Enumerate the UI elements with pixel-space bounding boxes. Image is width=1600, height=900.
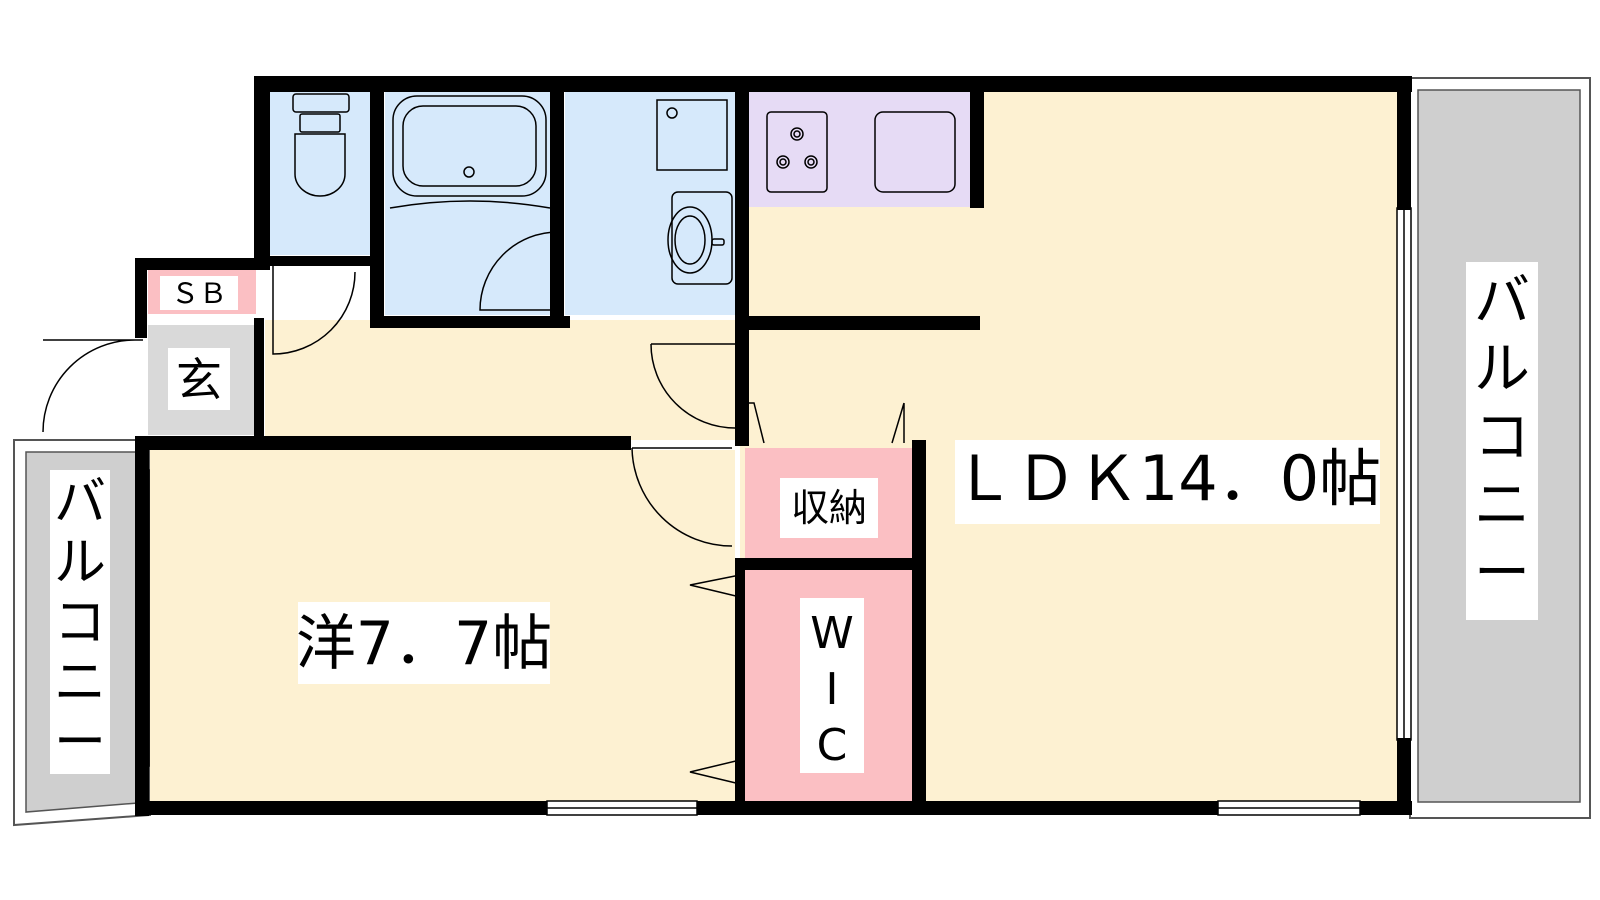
balcony-right xyxy=(1409,77,1591,819)
svg-text:ル: ル xyxy=(1474,337,1530,402)
ldk-label: ＬＤＫ14．0帖 xyxy=(953,442,1381,515)
walls xyxy=(135,76,1412,816)
wic-label-i: I xyxy=(826,664,839,715)
balcony-left-label: バ ル コ ニ ー xyxy=(54,473,106,773)
bathtub-fixture xyxy=(389,95,551,209)
corridor-floor xyxy=(265,320,740,440)
balcony-right-label: バ ル コ ニ ー xyxy=(1474,269,1530,606)
washroom-floor xyxy=(565,90,735,315)
western-room-label: 洋7．7帖 xyxy=(296,609,552,679)
entrance-label: 玄 xyxy=(176,353,222,407)
storage-label: 収納 xyxy=(791,486,867,530)
svg-text:ー: ー xyxy=(1474,541,1530,606)
svg-text:コ: コ xyxy=(54,593,106,653)
svg-text:ル: ル xyxy=(54,533,106,593)
shoe-box-label: ＳＢ xyxy=(171,277,227,310)
wic-label-c: C xyxy=(817,720,848,771)
svg-text:バ: バ xyxy=(54,473,106,533)
kitchen-sink-icon xyxy=(874,111,956,193)
svg-text:コ: コ xyxy=(1474,405,1530,470)
svg-text:バ: バ xyxy=(1474,269,1530,334)
wic-label-w: W xyxy=(810,608,854,659)
bathroom-floor xyxy=(385,90,555,315)
svg-text:ー: ー xyxy=(54,713,106,773)
washing-machine-fixture xyxy=(656,99,728,171)
toilet-fixture xyxy=(292,93,350,197)
stove-icon xyxy=(766,111,828,193)
sink-fixture xyxy=(667,191,733,285)
kitchen-counter xyxy=(745,92,970,207)
svg-text:ニ: ニ xyxy=(1474,473,1530,538)
svg-text:ニ: ニ xyxy=(54,653,106,713)
